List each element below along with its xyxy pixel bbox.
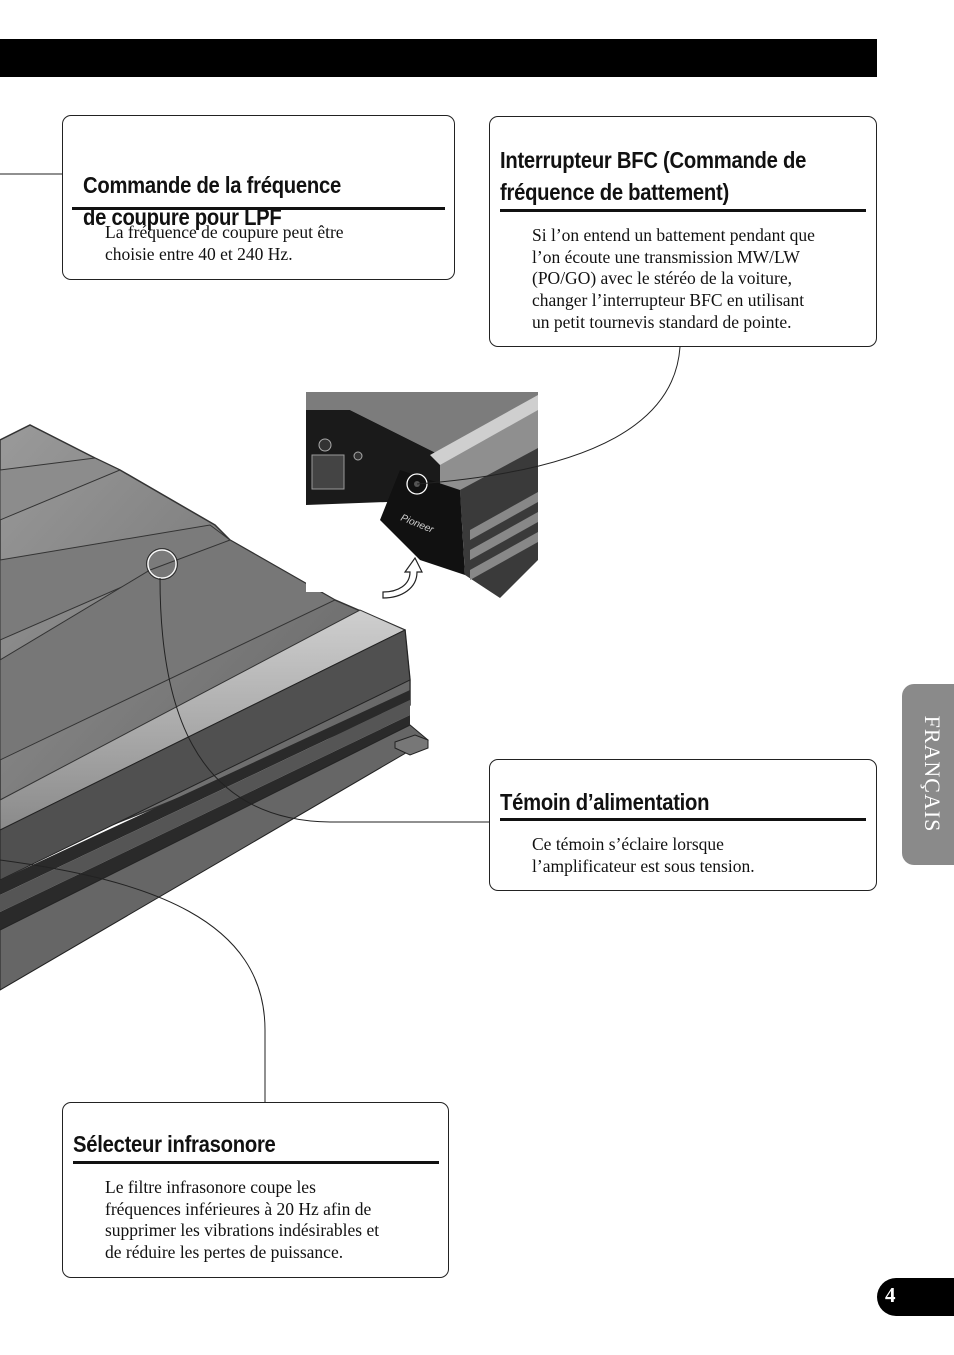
amplifier-inset: Pioneer	[306, 392, 538, 598]
language-tab: FRANÇAIS	[902, 684, 954, 865]
callout-box-bfc: Interrupteur BFC (Commande de fréquence d…	[489, 116, 877, 347]
heading-rule	[500, 209, 866, 212]
arrow-icon	[382, 556, 423, 599]
box-heading: Interrupteur BFC (Commande de fréquence d…	[500, 144, 848, 208]
language-label: FRANÇAIS	[920, 715, 945, 833]
box-heading: Témoin d’alimentation	[500, 786, 738, 818]
heading-line-2: fréquence de battement)	[500, 179, 729, 205]
callout-box-infrasonore: Sélecteur infrasonore Le filtre infrason…	[62, 1102, 449, 1278]
box-heading: Sélecteur infrasonore	[73, 1128, 303, 1160]
heading: Sélecteur infrasonore	[73, 1131, 276, 1157]
amplifier-body	[0, 424, 429, 991]
heading-rule	[72, 207, 445, 210]
heading-rule	[73, 1161, 439, 1164]
page-number: 4	[885, 1283, 896, 1307]
callout-box-temoin: Témoin d’alimentation Ce témoin s’éclair…	[489, 759, 877, 891]
heading-line-1: Interrupteur BFC (Commande de	[500, 147, 807, 173]
heading: Témoin d’alimentation	[500, 789, 710, 815]
heading-line-1: Commande de la fréquence	[83, 172, 341, 198]
heading-rule	[500, 818, 866, 821]
header-bar	[0, 39, 877, 77]
page-number-badge: 4	[877, 1278, 954, 1316]
leader-lines	[0, 173, 681, 1102]
